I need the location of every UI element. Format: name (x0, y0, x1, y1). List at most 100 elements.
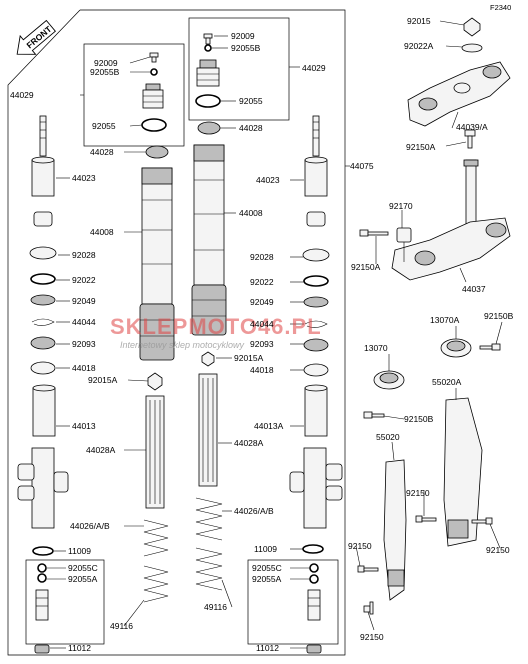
right-seal-44028 (197, 121, 221, 135)
label-44018-left: 44018 (72, 363, 96, 373)
label-44013-left: 44013 (72, 421, 96, 431)
right-bushing-92028 (302, 248, 330, 262)
label-13070a: 13070A (430, 315, 460, 325)
left-dust-seal-44018 (30, 361, 56, 375)
label-92055c-right: 92055C (252, 563, 282, 573)
right-axle-holder (289, 447, 343, 529)
right-bushing-piece (306, 211, 326, 227)
right-inner-tube-44023 (304, 115, 328, 197)
label-92150-d: 92150 (360, 632, 384, 642)
label-44018-right: 44018 (250, 365, 274, 375)
label-92028-left: 92028 (72, 250, 96, 260)
hose-clamp-bolt-92150b-left (363, 411, 385, 419)
label-92028-right: 92028 (250, 252, 274, 262)
label-92022-left: 92022 (72, 275, 96, 285)
left-washer-11009 (32, 546, 54, 556)
label-44039a: 44039/A (456, 122, 488, 132)
label-92170: 92170 (389, 201, 413, 211)
label-92093-right: 92093 (250, 339, 274, 349)
right-outer-tube-44008 (191, 144, 227, 336)
label-44037: 44037 (462, 284, 486, 294)
upper-clamp-44039 (407, 61, 511, 127)
label-11009-left: 11009 (68, 546, 91, 556)
left-bolt-11012 (34, 644, 50, 654)
label-44023-left: 44023 (72, 173, 96, 183)
label-92055b-left: 92055B (90, 67, 120, 77)
label-92150-c: 92150 (348, 541, 372, 551)
steering-stem-44037 (391, 159, 511, 281)
fork-assembly-outline (7, 9, 346, 656)
label-92015: 92015 (407, 16, 431, 26)
left-spring-49116 (143, 565, 169, 603)
left-fork-cap-44029 (142, 83, 164, 109)
label-92055-left: 92055 (92, 121, 116, 131)
leader-lines (47, 20, 503, 649)
watermark-brand: SKLEPMOTO46.PL (110, 314, 322, 339)
right-washer-92022 (303, 275, 329, 287)
label-44029-left: 44029 (10, 90, 34, 100)
right-oring-92055 (195, 94, 221, 108)
label-44028-right: 44028 (239, 123, 263, 133)
left-seal-92049 (30, 294, 56, 306)
left-bushing-92028 (29, 246, 57, 260)
label-92055b-right: 92055B (231, 43, 261, 53)
left-damper-rod-44028a (145, 395, 165, 509)
label-44023-right: 44023 (256, 175, 280, 185)
right-washer-11009 (302, 544, 324, 554)
lower-clamp-bolt-92150a (359, 229, 389, 237)
left-spring-44026 (143, 519, 169, 557)
label-92055-right: 92055 (239, 96, 263, 106)
label-92015a-left: 92015A (88, 375, 118, 385)
label-55020: 55020 (376, 432, 400, 442)
label-44044-right: 44044 (250, 319, 274, 329)
guard-bolt-92150-c (357, 565, 379, 573)
label-44028a-left: 44028A (86, 445, 116, 455)
right-oring-92055a (309, 574, 319, 584)
label-44008-right: 44008 (239, 208, 263, 218)
right-cartridge-base (307, 589, 321, 621)
left-washer-92022 (30, 273, 56, 285)
left-oring-92055c (37, 563, 47, 573)
label-44075: 44075 (350, 161, 374, 171)
left-seal-44028 (145, 145, 169, 159)
left-outer-tube-44008 (139, 167, 175, 361)
label-92093-left: 92093 (72, 339, 96, 349)
hose-clamp-13070a (440, 338, 472, 358)
fork-guard-55020a (443, 397, 483, 547)
label-92022a: 92022A (404, 41, 434, 51)
guard-bolt-92150-d (363, 601, 374, 615)
diagram-code: F2340 (490, 3, 511, 12)
label-44026-right: 44026/A/B (234, 506, 274, 516)
label-92049-right: 92049 (250, 297, 274, 307)
right-oring-92055b (204, 44, 212, 52)
label-44026-left: 44026/A/B (70, 521, 110, 531)
right-fork-cap-44029 (196, 59, 220, 87)
label-44029-right: 44029 (302, 63, 326, 73)
label-49116-right: 49116 (204, 602, 227, 612)
right-nut-92015a (201, 351, 215, 367)
label-44028a-right: 44028A (234, 438, 264, 448)
label-92150-a: 92150 (406, 488, 430, 498)
right-seal-92049 (303, 296, 329, 308)
label-92055c-left: 92055C (68, 563, 98, 573)
left-oring-92055 (141, 118, 167, 132)
label-55020a: 55020A (432, 377, 462, 387)
left-oring-92055b (150, 68, 158, 76)
right-spring-49116 (195, 547, 223, 591)
upper-clamp-bolt-92150a (464, 129, 476, 149)
label-44008-left: 44008 (90, 227, 114, 237)
label-92150a-top: 92150A (406, 142, 436, 152)
label-92150a-mid: 92150A (351, 262, 381, 272)
label-13070: 13070 (364, 343, 388, 353)
label-44044-left: 44044 (72, 317, 96, 327)
label-92049-left: 92049 (72, 296, 96, 306)
left-cartridge-base (35, 589, 49, 621)
label-92015a-right: 92015A (234, 353, 264, 363)
right-cartridge-box (247, 559, 339, 645)
left-inner-tube-44013 (32, 384, 56, 437)
guard-bolt-92150-a (415, 515, 437, 523)
right-cap-box (188, 17, 290, 121)
right-oring-92055c (309, 563, 319, 573)
left-nut-92015a (147, 372, 163, 391)
label-11012-left: 11012 (68, 643, 91, 653)
